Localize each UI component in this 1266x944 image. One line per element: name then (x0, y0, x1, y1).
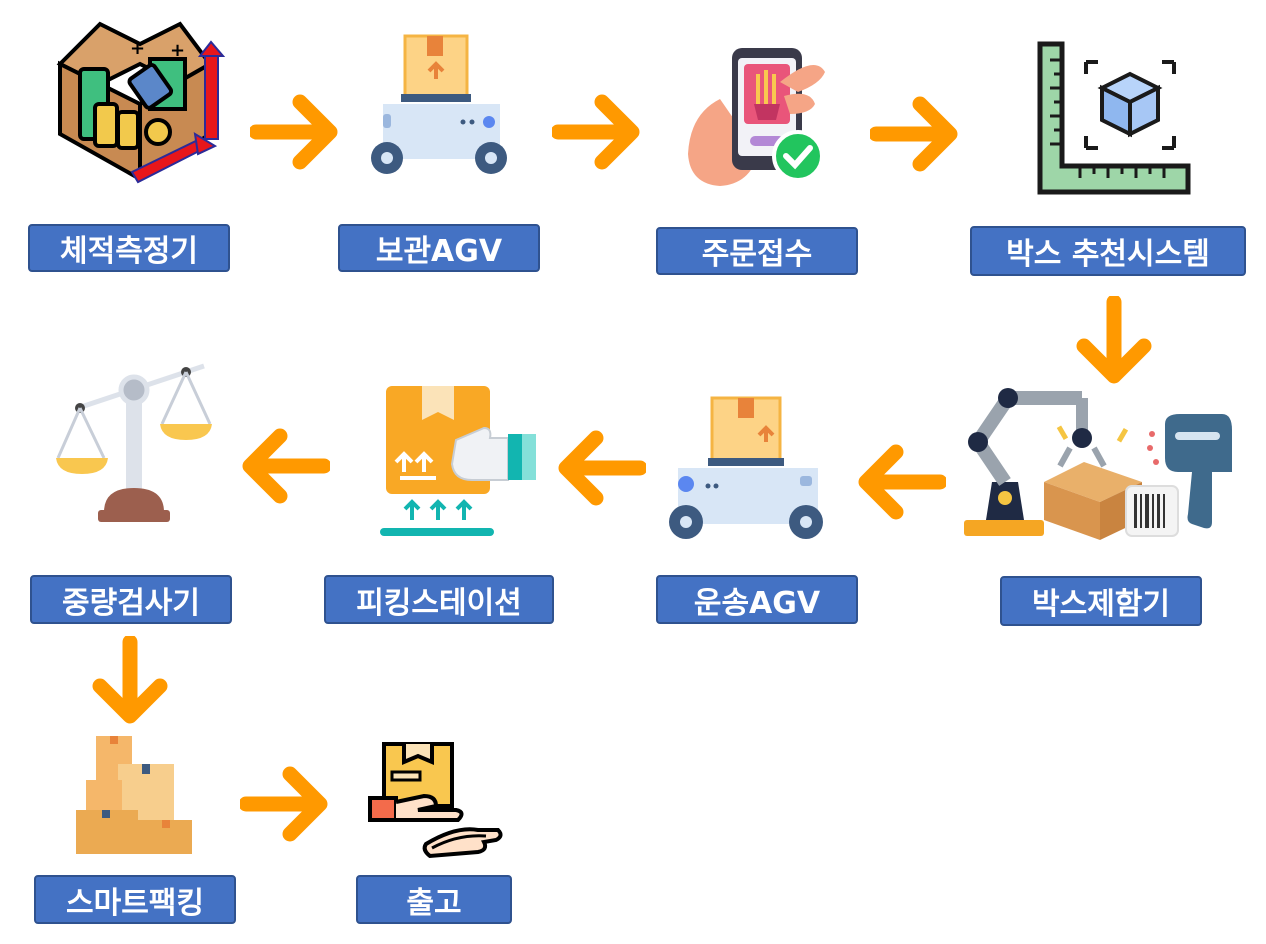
arrow-left-icon (242, 428, 330, 504)
arrow-down-icon (1076, 296, 1152, 384)
step-label-weight-checker: 중량검사기 (30, 575, 232, 624)
arrow-right-icon (870, 96, 958, 172)
box-recommend-icon (1037, 41, 1191, 195)
step-label-smart-packing: 스마트팩킹 (34, 875, 236, 924)
arrow-left-icon (858, 444, 946, 520)
box-erector-icon (964, 388, 1232, 540)
step-label-shipping: 출고 (356, 875, 512, 924)
step-label-transport-agv: 운송AGV (656, 575, 858, 624)
step-label-box-erector: 박스제함기 (1000, 576, 1202, 626)
svg-text:+: + (130, 38, 145, 59)
smart-packing-icon (76, 736, 192, 854)
step-label-box-recommendation: 박스 추천시스템 (970, 226, 1246, 276)
picking-station-icon (380, 386, 536, 536)
step-label-storage-agv: 보관AGV (338, 224, 540, 272)
order-phone-icon (688, 48, 825, 186)
volume-measure-icon: + + (56, 21, 226, 184)
arrow-down-icon (92, 636, 168, 724)
storage-agv-icon (371, 34, 507, 174)
weight-scale-icon (56, 363, 212, 522)
arrow-right-icon (250, 94, 338, 170)
arrow-left-icon (558, 430, 646, 506)
step-label-volume-measurer: 체적측정기 (28, 224, 230, 272)
step-label-picking-station: 피킹스테이션 (324, 575, 554, 624)
transport-agv-icon (669, 396, 823, 539)
arrow-right-icon (240, 766, 328, 842)
step-label-order-received: 주문접수 (656, 227, 858, 275)
arrow-right-icon (552, 94, 640, 170)
shipping-icon (368, 742, 503, 859)
svg-text:+: + (170, 40, 185, 61)
